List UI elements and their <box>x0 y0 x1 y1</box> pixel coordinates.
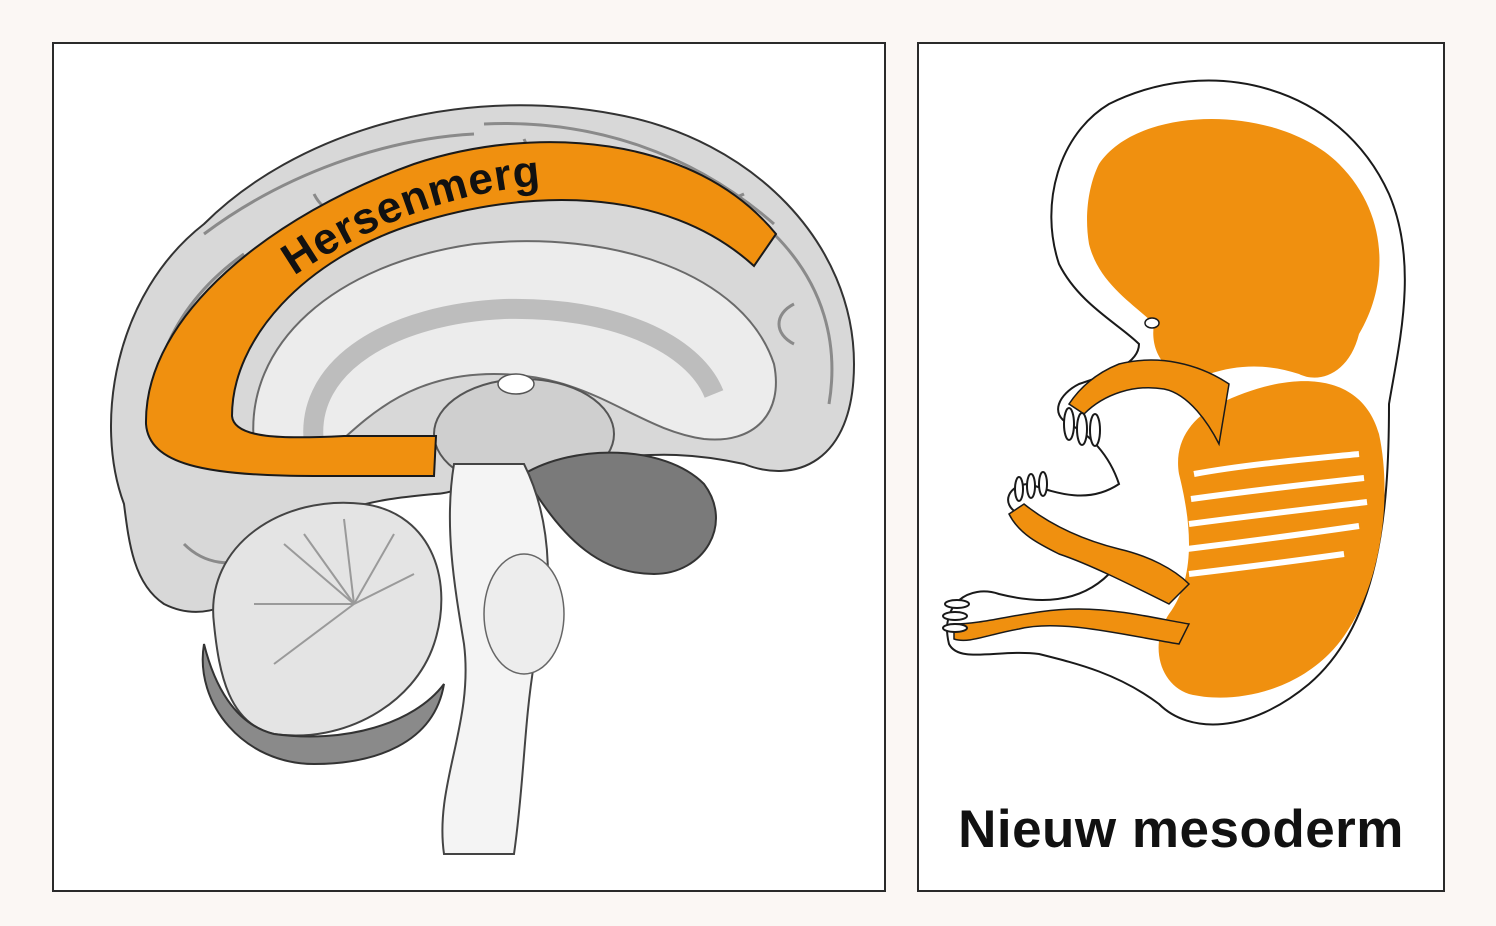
cerebellum <box>213 503 441 736</box>
interthalamic-adhesion <box>498 374 534 394</box>
embryo-eye <box>1145 318 1159 328</box>
embryo-caption: Nieuw mesoderm <box>919 799 1443 860</box>
brain-panel: Hersenmerg <box>52 42 886 892</box>
pons <box>484 554 564 674</box>
midbrain-dark <box>524 453 716 574</box>
embryo-hand <box>1064 408 1100 446</box>
embryo-illustration <box>919 44 1443 784</box>
brain-illustration: Hersenmerg <box>54 44 884 890</box>
embryo-panel: Nieuw mesoderm <box>917 42 1445 892</box>
